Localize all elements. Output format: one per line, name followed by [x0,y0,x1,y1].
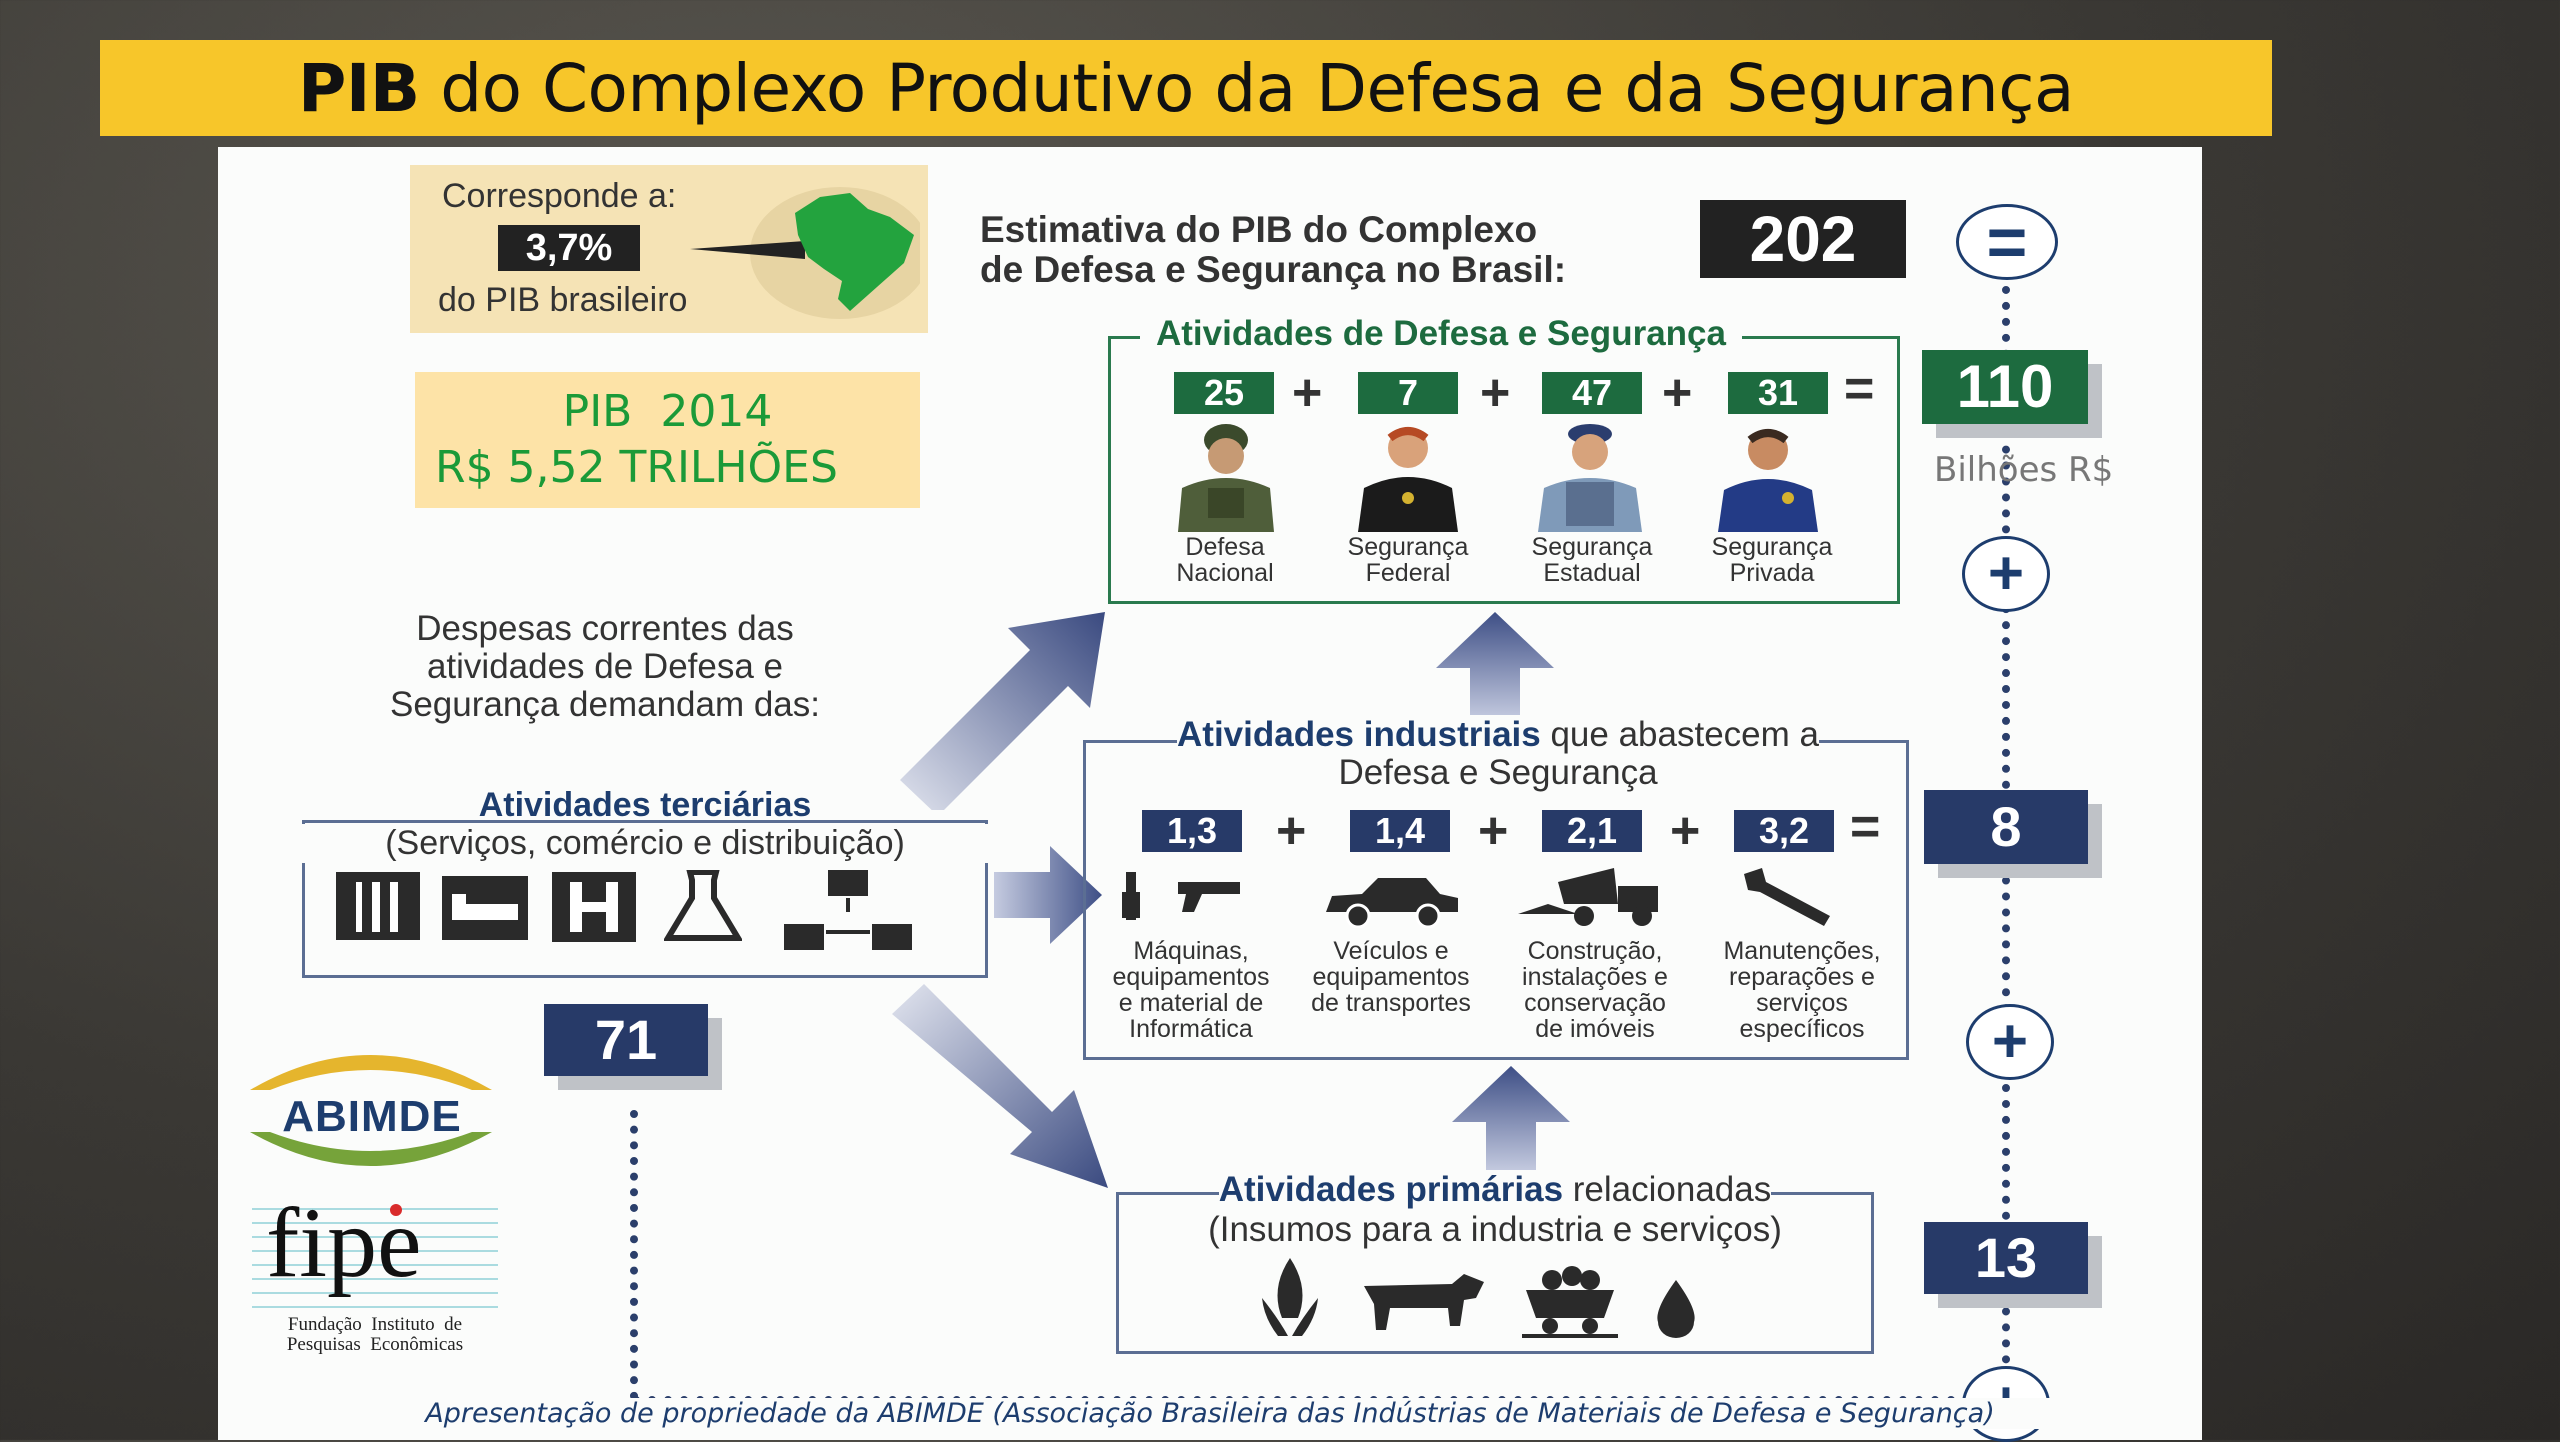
brazil-map-icon [690,187,920,319]
estimativa-line1: Estimativa do PIB do Complexo [980,209,1538,250]
pib-2014-box: PIB 2014 R$ 5,52 TRILHÕES [415,372,920,508]
title-bar: PIB do Complexo Produtivo da Defesa e da… [100,40,2272,136]
plus-operator: + [1670,802,1701,860]
fipe-logo: fipe Fundação Instituto de Pesquisas Eco… [252,1188,498,1356]
defesa-value-3: 47 [1542,372,1642,414]
wrench-icon [1744,868,1830,926]
dump-truck-icon [1518,868,1658,926]
primarias-total-box: 13 [1924,1222,2088,1294]
gun-icon [1122,872,1240,920]
federal-agent-icon [1358,427,1458,532]
restaurant-icon [336,872,420,940]
equals-circle-icon: = [1956,204,2058,280]
terciarias-frame [302,820,988,978]
plus-circle-icon: + [1962,536,2050,612]
page-title: PIB do Complexo Produtivo da Defesa e da… [297,49,2075,127]
fipe-subtitle-2: Pesquisas Econômicas [252,1334,498,1356]
equals-operator: = [1844,360,1875,418]
plus-circle-icon: + [1966,1004,2054,1080]
diagonal-down-arrow-icon [892,984,1108,1188]
estimativa-line2: de Defesa e Segurança no Brasil: [980,249,1567,290]
share-caption: do PIB brasileiro [438,281,688,319]
corn-icon [1262,1258,1318,1336]
estimativa-label: Estimativa do PIB do Complexo de Defesa … [980,210,1566,290]
state-police-icon [1538,424,1642,532]
terciarias-title: Atividades terciárias [478,786,812,824]
left-connector [630,1110,638,1400]
industriais-value-4: 3,2 [1734,810,1834,852]
equals-operator: = [1850,798,1881,856]
hotel-icon [552,872,636,942]
terciarias-subtitle: (Serviços, comércio e distribuição) [302,824,988,863]
right-arrow-icon [994,846,1102,944]
up-arrow-icon [1436,612,1554,720]
despesas-text: Despesas correntes das atividades de Def… [390,609,820,724]
industriais-value-2: 1,4 [1350,810,1450,852]
industriais-value-3: 2,1 [1542,810,1642,852]
primarias-title: Atividades primárias relacionadas (Insum… [1208,1170,1782,1249]
defesa-title: Atividades de Defesa e Segurança [1140,314,1742,354]
terciarias-total-box: 71 [544,1004,708,1076]
private-security-icon [1718,429,1818,532]
plus-operator: + [1662,364,1693,422]
plus-operator: + [1478,802,1509,860]
industriais-title: Atividades industriais que abastecem a D… [1177,715,1819,792]
cattle-icon [1364,1274,1484,1330]
fipe-subtitle-1: Fundação Instituto de [252,1314,498,1336]
network-icon [784,870,912,950]
footer-caption: Apresentação de propriedade da ABIMDE (A… [218,1398,2202,1429]
up-arrow-icon [1452,1066,1570,1172]
plus-operator: + [1276,802,1307,860]
corresponde-label: Corresponde a: [442,177,677,215]
defesa-value-2: 7 [1358,372,1458,414]
mine-cart-icon [1522,1266,1618,1338]
defesa-value-1: 25 [1174,372,1274,414]
abimde-logo [250,1055,492,1166]
abimde-logo-text: ABIMDE [282,1092,462,1141]
bed-icon [442,876,528,940]
flask-icon [664,870,742,941]
pib-2014-value: R$ 5,52 TRILHÕES [435,442,838,493]
unit-label: Bilhões R$ [1934,450,2114,490]
share-value: 3,7% [498,225,640,271]
plus-operator: + [1292,364,1323,422]
vehicle-icon [1326,878,1458,928]
industriais-total-box: 8 [1924,790,2088,864]
diagonal-up-arrow-icon [900,612,1105,810]
share-box: Corresponde a: 3,7% do PIB brasileiro [410,165,928,333]
plus-operator: + [1480,364,1511,422]
defesa-value-4: 31 [1728,372,1828,414]
industriais-value-1: 1,3 [1142,810,1242,852]
total-value-box: 202 [1700,200,1906,278]
fipe-dot-icon [390,1204,402,1216]
pib-2014-year: PIB 2014 [562,386,773,437]
oil-drop-icon [1657,1280,1695,1338]
soldier-icon [1178,424,1274,532]
defesa-total-box: 110 [1922,350,2088,424]
